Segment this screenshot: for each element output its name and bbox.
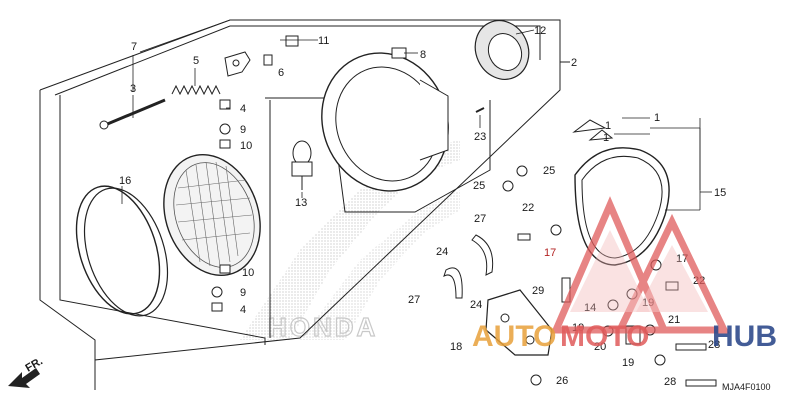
callout-4b: 4 [240,304,246,316]
mount-bracket [485,289,553,356]
callout-24a: 24 [436,246,448,258]
leader-lines [121,19,712,211]
callout-12: 12 [534,25,546,37]
callout-7: 7 [131,41,137,53]
callout-23: 23 [474,131,486,143]
logo-part-auto: AUTO [472,320,556,353]
callout-25a: 25 [473,180,485,192]
automotohub-watermark [550,196,730,334]
callout-20: 20 [594,341,606,353]
adjust-bolt [99,98,166,130]
headlight-rim [75,185,169,317]
screw-23 [475,107,485,113]
honda-watermark-text: HONDA [268,312,378,342]
callout-15: 15 [714,187,726,199]
logo-part-hub: HUB [712,320,777,353]
callout-numbers: 7 5 3 16 4 9 10 10 9 4 6 11 8 12 2 23 13… [119,25,726,388]
front-arrow-icon [8,368,40,388]
callout-8: 8 [420,49,426,61]
callout-16: 16 [119,175,131,187]
front-label: FR. [24,355,45,374]
callout-25b: 25 [543,165,555,177]
callout-5: 5 [193,55,199,67]
callout-1c: 1 [603,132,609,144]
grommet-11 [285,35,299,47]
callout-27b: 27 [408,294,420,306]
headlight-case [321,47,449,192]
adjust-spring [171,84,221,96]
bracket-6 [224,51,251,77]
callout-26: 26 [556,375,568,387]
inner-frames [54,25,541,345]
callout-1b: 1 [605,120,611,132]
emblem-a [572,119,607,133]
callout-4a: 4 [240,103,246,115]
callout-9a: 9 [240,124,246,136]
callout-24b: 24 [470,299,482,311]
callout-11: 11 [318,35,329,47]
screw-6 [263,54,273,66]
callout-3: 3 [130,83,136,95]
callout-14: 14 [584,302,596,314]
honda-wing-watermark [240,140,460,340]
callout-2: 2 [571,57,577,69]
callout-28b: 28 [664,376,676,388]
callout-10a: 10 [240,140,252,152]
fasteners-upper [211,99,231,312]
callout-13: 13 [295,197,307,209]
callout-27a: 27 [474,213,486,225]
bulb [291,140,313,190]
diagram-code: MJA4F0100 [722,382,771,392]
stay-brackets [443,234,494,299]
callout-29: 29 [532,285,544,297]
headlight-lens [163,153,261,277]
callout-22a: 22 [522,202,534,214]
rear-cover [474,20,530,80]
callout-1a: 1 [654,112,660,124]
callout-17a: 17 [544,247,556,259]
callout-19c: 19 [622,357,634,369]
callout-10b: 10 [242,267,254,279]
callout-9b: 9 [240,287,246,299]
logo-part-moto: MOTO [560,320,649,353]
callout-28a: 28 [708,339,720,351]
callout-6: 6 [278,67,284,79]
callout-21: 21 [668,314,680,326]
emblem-b [588,129,614,141]
callout-18: 18 [450,341,462,353]
